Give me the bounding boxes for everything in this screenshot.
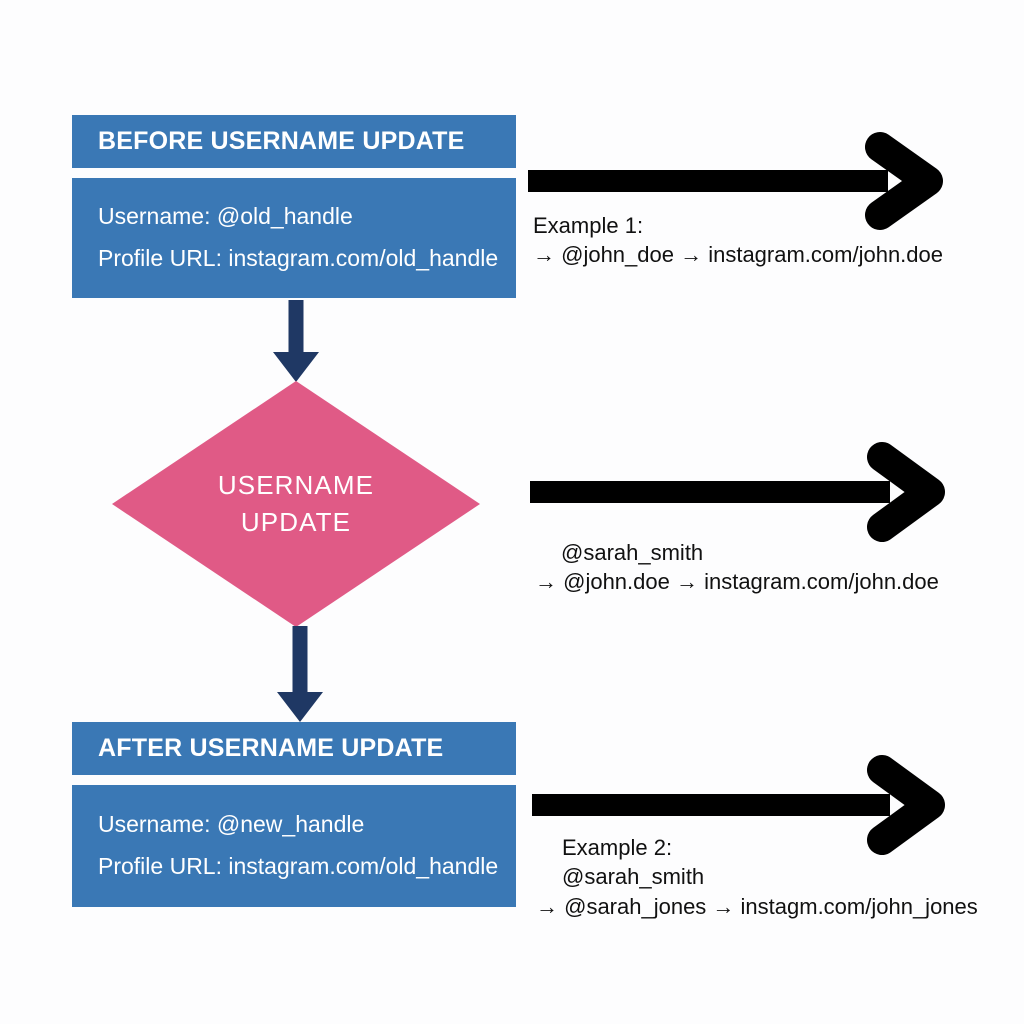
arrow-head xyxy=(273,352,319,382)
example-block-1: Example 1: → @john_doe → instagram.com/j… xyxy=(533,211,943,270)
example-2-handle: @sarah_smith xyxy=(561,540,704,565)
after-update-body: Username: @new_handle Profile URL: insta… xyxy=(72,785,516,907)
before-update-body: Username: @old_handle Profile URL: insta… xyxy=(72,178,516,298)
arrow-shaft xyxy=(288,300,304,352)
after-username-line: Username: @new_handle xyxy=(98,811,365,838)
example-1-mapping: → @john_doe → instagram.com/john.doe xyxy=(533,242,943,268)
example-arrow-right-3 xyxy=(532,755,945,855)
arrow-shaft xyxy=(292,626,308,692)
example-3-handle: @sarah_smith xyxy=(562,864,705,890)
diamond-shape xyxy=(112,381,480,627)
example-1-label: Example 1: xyxy=(533,213,644,238)
after-profile-url-line: Profile URL: instagram.com/old_handle xyxy=(98,853,499,879)
example-2-mapping: → @john.doe → instagram.com/john.doe xyxy=(535,569,939,595)
connector-arrow-down-top xyxy=(266,300,326,382)
example-block-2: @sarah_smith → @john.doe → instagram.com… xyxy=(535,538,939,597)
before-profile-url-line: Profile URL: instagram.com/old_handle xyxy=(98,245,499,271)
example-3-label: Example 2: xyxy=(562,835,673,860)
username-update-decision: USERNAME UPDATE xyxy=(112,381,480,627)
after-update-header: AFTER USERNAME UPDATE xyxy=(72,722,516,775)
before-username-line: Username: @old_handle xyxy=(98,203,353,230)
example-arrow-right-2 xyxy=(530,442,945,542)
arrow-head xyxy=(277,692,323,722)
connector-arrow-down-bottom xyxy=(270,626,330,722)
example-3-mapping: → @sarah_jones → instagm.com/john_jones xyxy=(536,893,978,919)
example-arrow-right-1 xyxy=(528,132,943,230)
before-update-header: BEFORE USERNAME UPDATE xyxy=(72,115,516,168)
example-block-3: Example 2: @sarah_smith → @sarah_jones →… xyxy=(536,833,978,921)
